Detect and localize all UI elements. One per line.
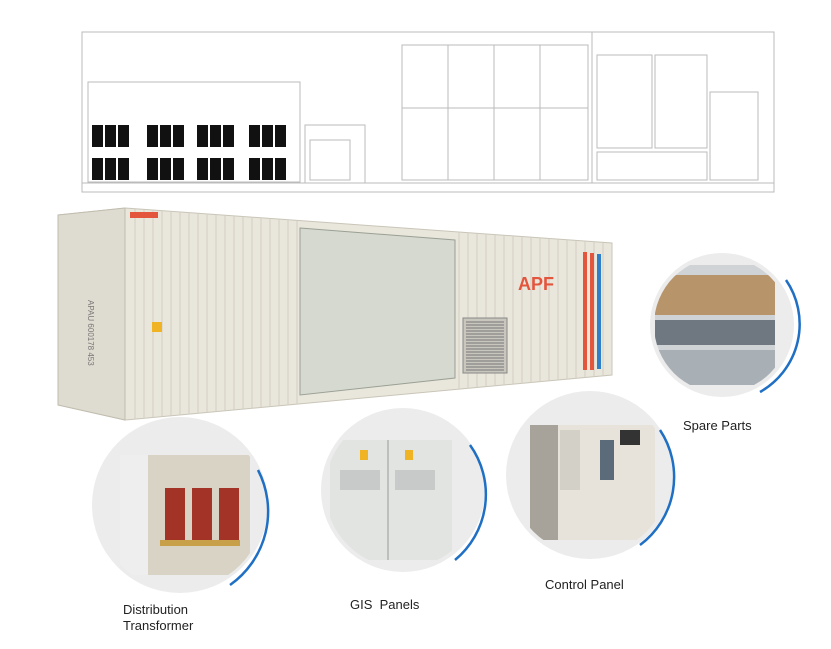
fuse-block (147, 158, 158, 180)
container-photo: APF (57, 207, 613, 421)
fuse-blocks (92, 125, 286, 180)
fuse-block (275, 158, 286, 180)
fuse-block (105, 125, 116, 147)
caption-distribution-transformer: Distribution Transformer (123, 602, 193, 634)
fuse-block (262, 125, 273, 147)
caption-spare-parts: Spare Parts (683, 418, 752, 433)
spare-parts-inset (650, 253, 801, 397)
caption-gis-panels: GIS Panels (350, 597, 420, 612)
control-panel-inset (506, 391, 676, 559)
accent-arc (229, 469, 270, 587)
caption-control-panel: Control Panel (545, 577, 624, 592)
container-marking: APAU 600178 453 (86, 300, 95, 366)
fuse-block (173, 158, 184, 180)
fuse-block (210, 125, 221, 147)
accent-arc (759, 279, 801, 394)
accent-arc (454, 444, 488, 561)
layout-drawing (81, 31, 775, 193)
distribution-transformer-inset (92, 417, 270, 593)
fuse-block (160, 158, 171, 180)
fuse-block (210, 158, 221, 180)
fuse-block (262, 158, 273, 180)
caption-line: Distribution (123, 602, 189, 617)
fuse-block (197, 158, 208, 180)
accent-arc (639, 429, 676, 547)
fuse-block (275, 125, 286, 147)
fuse-block (118, 125, 129, 147)
fuse-block (118, 158, 129, 180)
fuse-block (92, 158, 103, 180)
fuse-block (105, 158, 116, 180)
logo: APF (518, 274, 554, 294)
fuse-block (223, 125, 234, 147)
fuse-block (147, 125, 158, 147)
caption-line: Transformer (123, 618, 194, 633)
gis-panels-inset (321, 408, 488, 572)
fuse-block (249, 125, 260, 147)
fuse-block (197, 125, 208, 147)
fuse-block (92, 125, 103, 147)
fuse-block (223, 158, 234, 180)
fuse-block (173, 125, 184, 147)
fuse-block (249, 158, 260, 180)
fuse-block (160, 125, 171, 147)
